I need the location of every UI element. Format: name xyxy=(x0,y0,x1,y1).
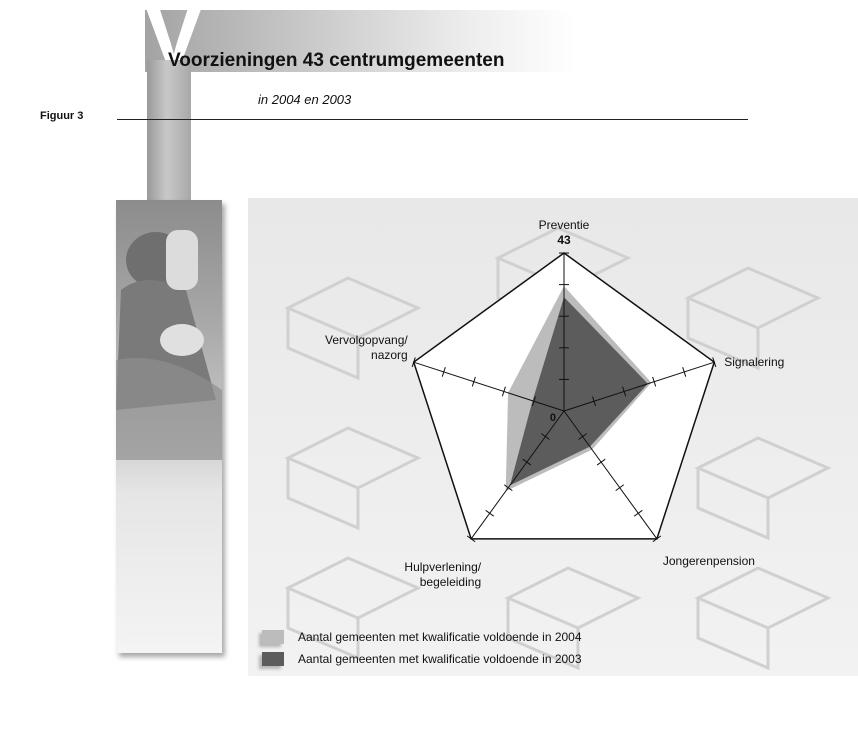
axis-tick-4-1 xyxy=(531,396,536,407)
axis-tick-1-5 xyxy=(712,357,717,368)
legend-swatch-2003 xyxy=(262,652,284,666)
axis-line-3 xyxy=(470,410,565,540)
axis-tick-1-2 xyxy=(622,386,627,397)
axis-tick-2-2 xyxy=(596,458,606,466)
page-subtitle: in 2004 en 2003 xyxy=(258,92,352,107)
header-band xyxy=(145,10,575,72)
axis-tick-1-4 xyxy=(682,367,687,377)
photo-illustration xyxy=(116,230,222,460)
axis-tick-3-1 xyxy=(541,433,550,440)
axis-tick-1-3 xyxy=(652,376,657,387)
panel-bed-pattern xyxy=(284,226,832,671)
figure-label: Figuur 3 xyxy=(40,110,84,122)
axis-tick-4-2 xyxy=(501,386,506,397)
axis-tick-3-3 xyxy=(503,484,513,492)
axis-tick-4-5 xyxy=(411,357,416,368)
axis-label-4-0: Vervolgopvang/ xyxy=(325,333,408,347)
axis-tick-2-3 xyxy=(615,484,625,492)
axis-label-0-0: Preventie xyxy=(539,218,590,232)
axis-line-4 xyxy=(413,361,565,412)
title-rule xyxy=(117,119,748,120)
axis-tick-3-4 xyxy=(485,509,495,517)
axis-tick-2-1 xyxy=(578,433,587,440)
range-min-label: 0 xyxy=(550,412,556,424)
axis-tick-2-4 xyxy=(633,509,643,517)
axis-tick-1-1 xyxy=(592,396,597,407)
axis-tick-4-3 xyxy=(471,376,476,387)
axis-tick-3-2 xyxy=(522,458,532,466)
axis-line-1 xyxy=(563,361,715,412)
decorative-vertical-bar xyxy=(147,60,191,202)
legend-item-2004: Aantal gemeenten met kwalificatie voldoe… xyxy=(262,626,582,648)
axis-tick-3-5 xyxy=(466,535,476,543)
axis-line-2 xyxy=(563,410,658,540)
legend-swatch-2004 xyxy=(262,630,284,644)
axis-label-3-1: begeleiding xyxy=(420,575,481,589)
legend: Aantal gemeenten met kwalificatie voldoe… xyxy=(262,626,582,670)
axis-label-3-0: Hulpverlening/ xyxy=(404,560,481,574)
decorative-photo xyxy=(116,200,222,653)
legend-item-2003: Aantal gemeenten met kwalificatie voldoe… xyxy=(262,648,582,670)
axis-tick-2-5 xyxy=(652,535,662,543)
range-max-label: 43 xyxy=(557,233,571,247)
axis-label-1-0: Signalering xyxy=(724,355,784,369)
page-title: Voorzieningen 43 centrumgemeenten xyxy=(168,50,505,71)
axis-label-4-1: nazorg xyxy=(371,348,408,362)
legend-label-2003: Aantal gemeenten met kwalificatie voldoe… xyxy=(298,652,582,666)
axis-label-2-0: Jongerenpension xyxy=(663,554,755,568)
axis-tick-4-4 xyxy=(441,367,446,377)
legend-label-2004: Aantal gemeenten met kwalificatie voldoe… xyxy=(298,630,582,644)
